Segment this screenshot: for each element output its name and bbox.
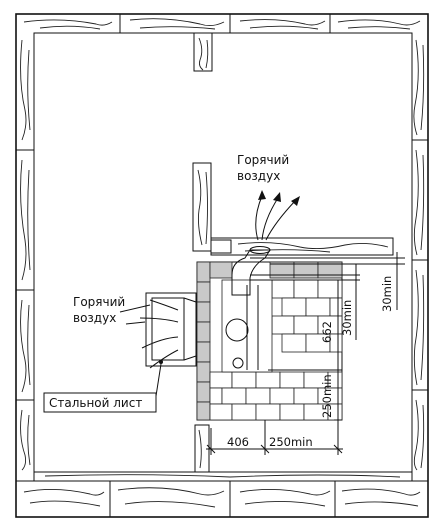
ceiling-partition-stub bbox=[193, 32, 213, 72]
partition-wall bbox=[192, 162, 212, 473]
hot-air-arrows-top bbox=[255, 190, 300, 241]
stove-door-icon bbox=[225, 318, 249, 342]
dim-width: 406 bbox=[227, 435, 249, 449]
ceiling-board bbox=[210, 237, 394, 256]
hot-air-left-label-line1: Горячий bbox=[73, 295, 125, 309]
dim-base-clearance: 250min bbox=[320, 374, 334, 418]
dim-clearance-top: 30min bbox=[340, 300, 354, 336]
hot-air-left-label-line2: воздух bbox=[73, 311, 116, 325]
stove-masonry bbox=[196, 261, 343, 421]
hot-air-top-label-line2: воздух bbox=[237, 169, 280, 183]
dim-height: 662 bbox=[320, 321, 334, 343]
wall-frame bbox=[15, 13, 429, 518]
dim-front-clearance: 250min bbox=[269, 435, 313, 449]
steel-sheet-label: Стальной лист bbox=[49, 396, 142, 410]
dimension-lines bbox=[206, 252, 405, 455]
hot-air-top-label-line1: Горячий bbox=[237, 153, 289, 167]
steel-sheet-panel bbox=[139, 292, 197, 369]
stove-body bbox=[221, 246, 273, 373]
dim-clearance-side: 30min bbox=[380, 276, 394, 312]
